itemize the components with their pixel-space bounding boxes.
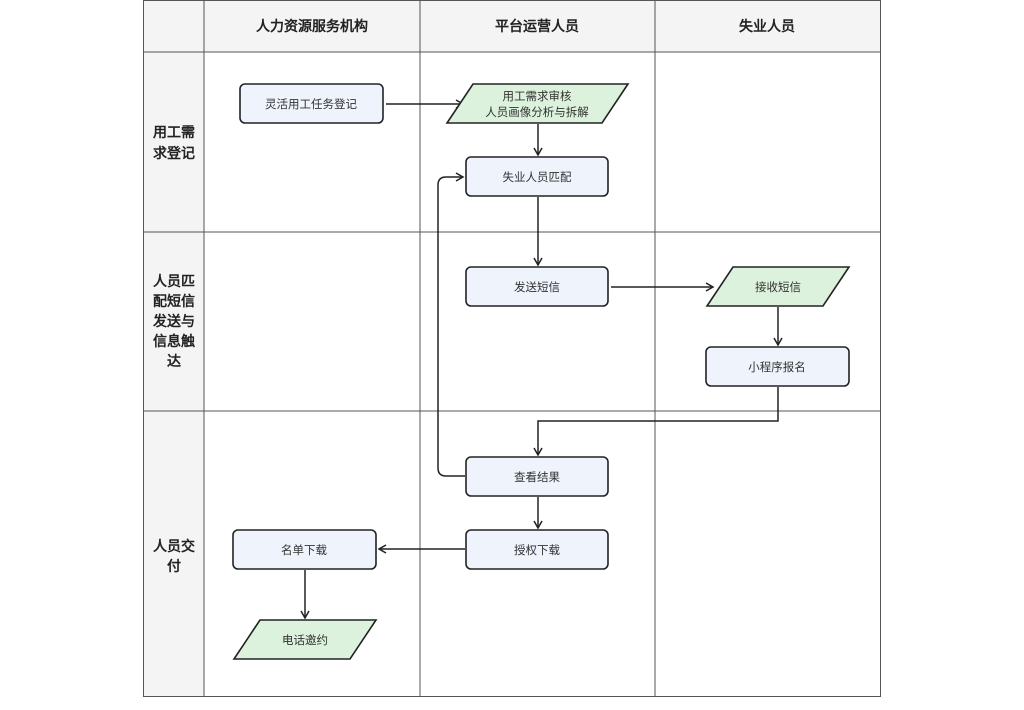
svg-text:灵活用工任务登记: 灵活用工任务登记 bbox=[265, 97, 357, 111]
node-authorize-download[interactable]: 授权下载 bbox=[465, 529, 609, 570]
column-header-platform-ops: 平台运营人员 bbox=[495, 18, 579, 35]
lane-label-delivery: 人员交 付 bbox=[153, 538, 195, 575]
column-header-unemployed: 失业人员 bbox=[739, 18, 795, 35]
svg-text:小程序报名: 小程序报名 bbox=[748, 360, 806, 374]
svg-text:接收短信: 接收短信 bbox=[755, 280, 801, 294]
lane-label-matching-sms: 人员匹 配短信 发送与 信息触 达 bbox=[152, 273, 195, 370]
edges bbox=[300, 99, 783, 620]
svg-text:名单下载: 名单下载 bbox=[281, 543, 327, 557]
svg-text:失业人员匹配: 失业人员匹配 bbox=[503, 170, 572, 184]
svg-text:查看结果: 查看结果 bbox=[514, 470, 560, 484]
svg-text:付: 付 bbox=[167, 558, 181, 575]
node-unemployed-matching[interactable]: 失业人员匹配 bbox=[465, 156, 609, 197]
svg-text:人员交: 人员交 bbox=[153, 538, 195, 555]
header-row-bg bbox=[143, 0, 880, 52]
node-demand-review[interactable]: 用工需求审核 人员画像分析与拆解 bbox=[445, 83, 630, 124]
svg-text:达: 达 bbox=[167, 353, 181, 370]
svg-text:求登记: 求登记 bbox=[153, 145, 195, 162]
svg-text:发送短信: 发送短信 bbox=[514, 280, 560, 294]
svg-text:信息触: 信息触 bbox=[153, 333, 195, 350]
svg-text:用工需求审核: 用工需求审核 bbox=[503, 89, 572, 103]
node-task-register[interactable]: 灵活用工任务登记 bbox=[239, 83, 384, 124]
node-phone-invite[interactable]: 电话邀约 bbox=[232, 619, 378, 660]
svg-text:发送与: 发送与 bbox=[152, 313, 195, 330]
node-mini-program-signup[interactable]: 小程序报名 bbox=[705, 346, 850, 387]
grid-lines bbox=[143, 0, 881, 697]
node-send-sms[interactable]: 发送短信 bbox=[465, 266, 609, 307]
svg-text:人员画像分析与拆解: 人员画像分析与拆解 bbox=[485, 105, 589, 119]
edge-result-to-match bbox=[437, 172, 465, 477]
node-list-download[interactable]: 名单下载 bbox=[232, 529, 377, 570]
lane-label-column-bg bbox=[143, 52, 204, 697]
node-view-result[interactable]: 查看结果 bbox=[465, 456, 609, 497]
svg-text:用工需: 用工需 bbox=[153, 124, 195, 141]
edge-signup-to-result bbox=[533, 387, 779, 457]
svg-text:人员匹: 人员匹 bbox=[153, 273, 195, 290]
node-receive-sms[interactable]: 接收短信 bbox=[705, 266, 851, 307]
column-header-hr-agency: 人力资源服务机构 bbox=[256, 18, 368, 35]
lane-label-demand-registration: 用工需 求登记 bbox=[153, 124, 195, 162]
svg-text:配短信: 配短信 bbox=[153, 293, 195, 310]
svg-text:授权下载: 授权下载 bbox=[514, 543, 560, 557]
svg-text:电话邀约: 电话邀约 bbox=[282, 633, 328, 647]
